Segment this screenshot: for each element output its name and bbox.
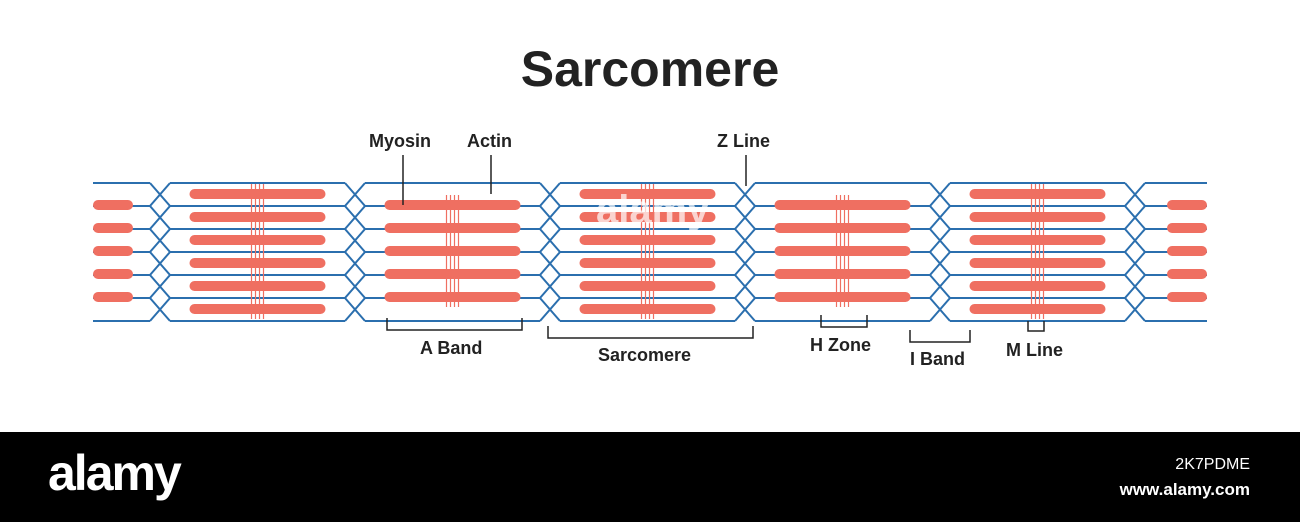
sarcomere-diagram: [93, 155, 1207, 343]
myosin-filament: [189, 189, 326, 199]
myosin-filament: [969, 189, 1106, 199]
myosin-filament: [189, 281, 326, 291]
i-band-bracket: [909, 330, 971, 343]
myosin-filament: [1167, 246, 1207, 256]
myosin-filament: [93, 269, 133, 279]
footer-bar: alamy 2K7PDME www.alamy.com: [0, 432, 1300, 522]
myosin-filament: [384, 200, 521, 210]
a-band-bracket: [386, 318, 523, 331]
label-z-line: Z Line: [717, 131, 770, 151]
myosin-filament: [579, 281, 716, 291]
image-id: 2K7PDME: [1175, 456, 1250, 473]
alamy-logo: alamy: [48, 445, 182, 501]
myosin-filament: [774, 269, 911, 279]
label-h-zone: H Zone: [810, 335, 871, 355]
annotation-lines: [386, 155, 1045, 343]
alamy-watermark: alamy: [596, 188, 710, 232]
z-line: [1123, 182, 1137, 322]
myosin-filament: [1167, 200, 1207, 210]
label-myosin: Myosin: [369, 131, 432, 151]
z-line: [548, 182, 562, 322]
z-line: [928, 182, 942, 322]
myosin-filament: [93, 200, 133, 210]
label-m-line: M Line: [1006, 340, 1063, 360]
label-a-band: A Band: [420, 338, 483, 358]
myosin-filament: [774, 200, 911, 210]
myosin-filament: [969, 258, 1106, 268]
myosin-filament: [579, 304, 716, 314]
myosin-filament: [969, 212, 1106, 222]
myosin-filament: [579, 258, 716, 268]
sarcomere-bracket: [547, 326, 754, 339]
myosin-filament: [969, 235, 1106, 245]
z-line: [158, 182, 172, 322]
myosin-filament: [93, 223, 133, 233]
myosin-filament: [93, 292, 133, 302]
myosin-filament: [969, 304, 1106, 314]
myosin-filament: [1167, 269, 1207, 279]
z-line: [743, 182, 757, 322]
label-actin: Actin: [467, 131, 512, 151]
z-line: [353, 182, 367, 322]
myosin-filament: [774, 246, 911, 256]
myosin-filament: [384, 246, 521, 256]
z-line: [938, 182, 952, 322]
myosin-filament: [189, 304, 326, 314]
myosin-filament: [189, 235, 326, 245]
myosin-filament: [579, 189, 716, 199]
myosin-filament: [189, 258, 326, 268]
myosin-filament: [579, 235, 716, 245]
myosin-filament: [1167, 223, 1207, 233]
myosin-filaments: [93, 189, 1207, 314]
z-line: [1133, 182, 1147, 322]
myosin-filament: [189, 212, 326, 222]
diagram-title: Sarcomere: [520, 41, 780, 97]
site-url: www.alamy.com: [1119, 480, 1250, 499]
myosin-filament: [579, 212, 716, 222]
m-lines: [250, 184, 1045, 319]
myosin-filament: [384, 269, 521, 279]
myosin-filament: [774, 292, 911, 302]
z-line: [148, 182, 162, 322]
label-sarcomere: Sarcomere: [598, 345, 692, 365]
z-line: [538, 182, 552, 322]
myosin-filament: [969, 281, 1106, 291]
myosin-filament: [1167, 292, 1207, 302]
myosin-filament: [93, 246, 133, 256]
label-i-band: I Band: [910, 349, 966, 369]
myosin-filament: [384, 292, 521, 302]
h-zone-bracket: [820, 315, 868, 328]
z-line: [733, 182, 747, 322]
z-line: [343, 182, 357, 322]
m-line-bracket: [1027, 321, 1045, 332]
myosin-filament: [774, 223, 911, 233]
myosin-filament: [384, 223, 521, 233]
